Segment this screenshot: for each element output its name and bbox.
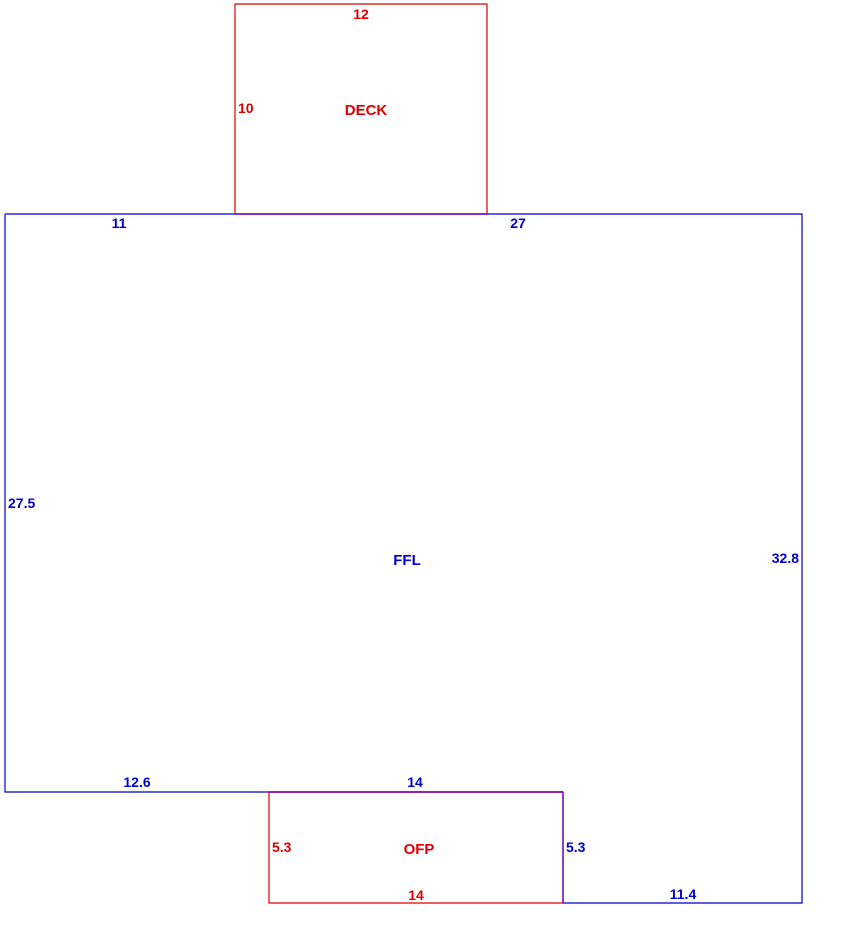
ffl-dim-notch-right: 5.3 bbox=[566, 839, 586, 855]
ffl-dim-top-left: 11 bbox=[112, 215, 127, 231]
ffl-area-label: FFL bbox=[393, 552, 421, 569]
deck-outline bbox=[234, 3, 488, 214]
ofp-dim-bottom: 14 bbox=[408, 887, 424, 903]
ffl-dim-bottom-left: 12.6 bbox=[123, 774, 150, 790]
ffl-dim-bottom-right: 11.4 bbox=[670, 886, 697, 902]
ffl-dim-left: 27.5 bbox=[8, 495, 35, 511]
deck-dim-top: 12 bbox=[353, 6, 369, 22]
ofp-dim-left: 5.3 bbox=[272, 839, 292, 855]
ofp-area-label: OFP bbox=[404, 841, 435, 858]
ffl-dim-right: 32.8 bbox=[772, 550, 799, 566]
deck-dim-left: 10 bbox=[238, 100, 254, 116]
ffl-dim-bottom-mid: 14 bbox=[407, 774, 423, 790]
deck-area-label: DECK bbox=[345, 102, 388, 119]
ffl-dim-top-right: 27 bbox=[510, 215, 526, 231]
